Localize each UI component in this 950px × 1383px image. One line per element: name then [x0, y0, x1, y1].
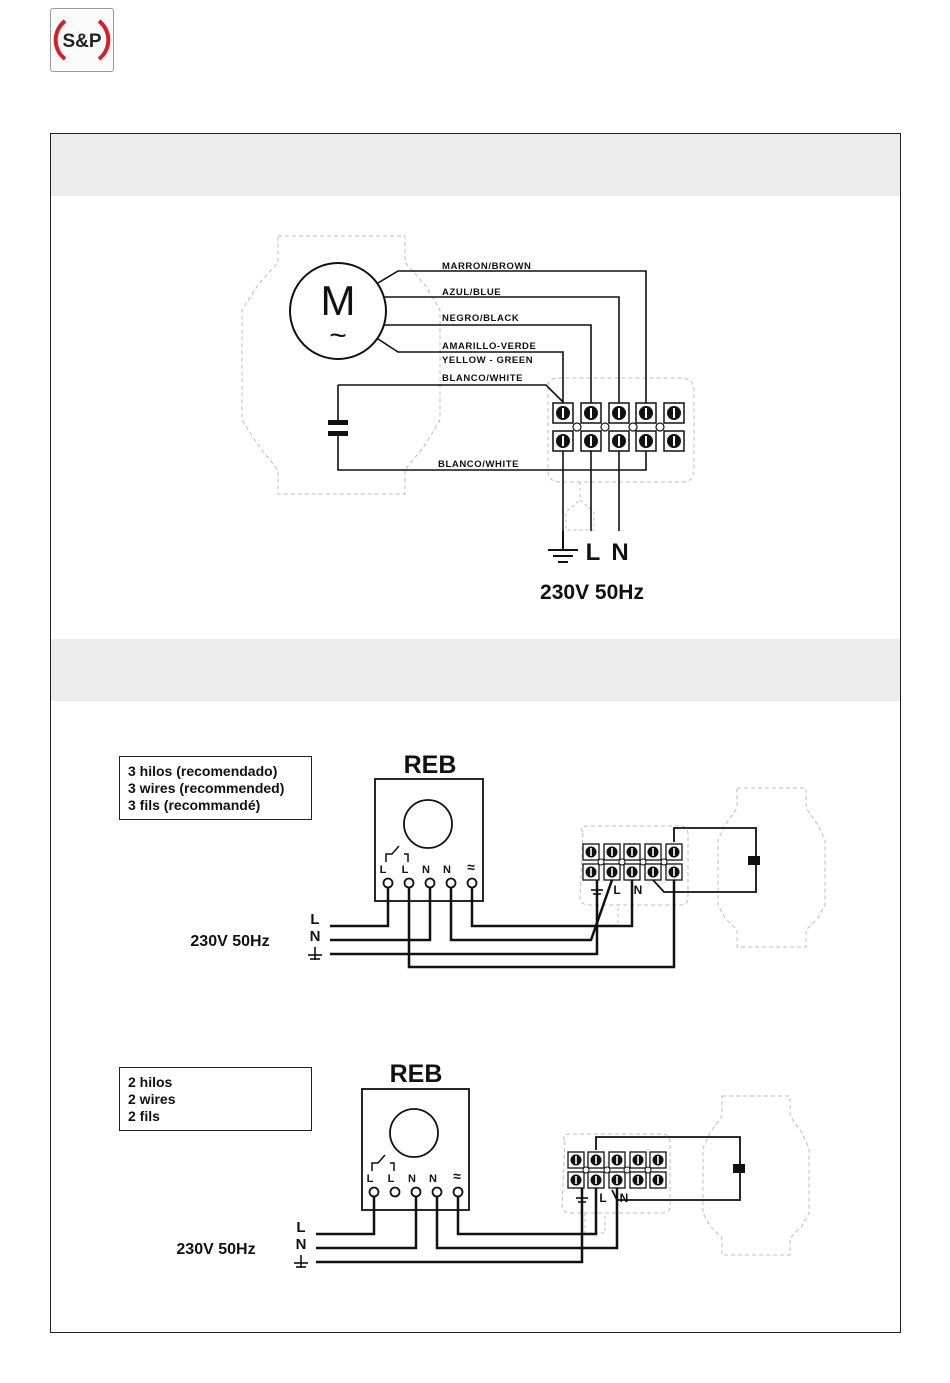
- speed-knob[interactable]: [390, 1109, 438, 1157]
- capacitor-plate-top: [328, 420, 348, 425]
- reb-term-label: N: [422, 864, 430, 876]
- label-black: NEGRO/BLACK: [442, 313, 519, 324]
- fan-housing-outline: [718, 788, 825, 947]
- motor-output-icon: ≈: [467, 859, 475, 875]
- supply-voltage: 230V 50Hz: [540, 581, 644, 604]
- line-L-label: L: [296, 1219, 305, 1236]
- block-N-label: N: [634, 883, 643, 897]
- terminal-block: [568, 1152, 666, 1188]
- reb-term-label: L: [367, 1173, 374, 1185]
- capacitor-icon: [733, 1164, 745, 1173]
- reb-title: REB: [404, 751, 457, 779]
- reb-wiring-2-wires: REB L L N N ≈ L N: [176, 1060, 809, 1268]
- label-yellow-green-es: AMARILLO-VERDE: [442, 341, 536, 352]
- terminal-block: [553, 403, 684, 451]
- earth-icon: [308, 947, 322, 960]
- motor-ac-symbol: ~: [329, 319, 347, 352]
- block-L-label: L: [599, 1191, 606, 1205]
- label-white-top: BLANCO/WHITE: [442, 373, 523, 384]
- motor-wiring-diagram: M ~ MARRON/BROWN AZUL/BLUE NEGRO/BLACK A…: [242, 236, 694, 604]
- line-N-label: N: [310, 928, 321, 945]
- reb-term-label: L: [388, 1173, 395, 1185]
- label-white-bottom: BLANCO/WHITE: [438, 459, 519, 470]
- capacitor-plate-bottom: [328, 431, 348, 436]
- earth-icon: [548, 531, 578, 562]
- earth-icon: [294, 1255, 308, 1268]
- motor-letter: M: [321, 277, 356, 324]
- speed-knob[interactable]: [404, 800, 452, 848]
- supply-voltage: 230V 50Hz: [190, 933, 269, 950]
- reb-title: REB: [390, 1060, 443, 1088]
- motor-output-icon: ≈: [453, 1168, 461, 1184]
- supply-voltage: 230V 50Hz: [176, 1241, 255, 1258]
- reb-term-label: L: [380, 864, 387, 876]
- supply-N-label: N: [611, 539, 628, 566]
- reb-wiring-3-wires: REB L L N N ≈ L N: [190, 751, 825, 967]
- reb-term-label: N: [408, 1173, 416, 1185]
- supply-L-label: L: [586, 539, 601, 566]
- block-L-label: L: [613, 883, 620, 897]
- line-N-label: N: [296, 1236, 307, 1253]
- white-wire-top: [338, 385, 563, 402]
- terminal-block: [583, 844, 682, 880]
- reb-term-label: N: [429, 1173, 437, 1185]
- line-L-label: L: [310, 911, 319, 928]
- terminal-box-outline: [548, 378, 694, 482]
- cable-gland-outline: [566, 482, 594, 530]
- reb-term-label: L: [402, 864, 409, 876]
- capacitor-icon: [748, 856, 760, 865]
- label-brown: MARRON/BROWN: [442, 261, 532, 272]
- block-N-label: N: [620, 1191, 629, 1205]
- label-yellow-green-en: YELLOW - GREEN: [442, 355, 533, 366]
- reb-term-label: N: [443, 864, 451, 876]
- label-blue: AZUL/BLUE: [442, 287, 501, 298]
- fan-housing-outline: [703, 1096, 809, 1255]
